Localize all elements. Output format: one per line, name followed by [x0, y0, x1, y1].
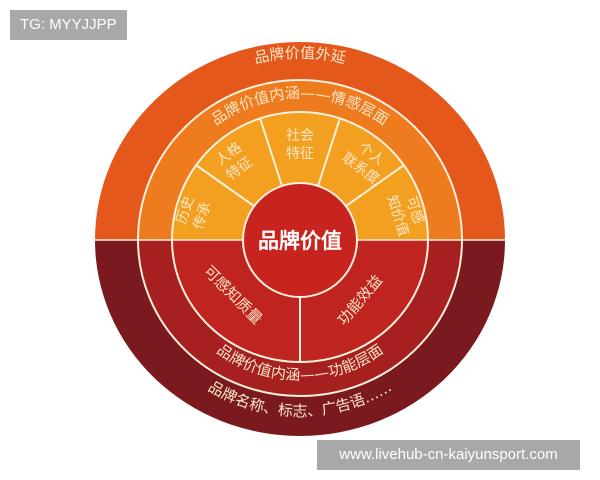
sector-divider-3: [259, 117, 283, 187]
upper-inner-ring: [172, 112, 428, 240]
sector-divider-2: [317, 117, 341, 187]
sector-divider-4: [195, 164, 255, 207]
center-circle: [242, 182, 358, 298]
watermark-bottom: www.livehub-cn-kaiyunsport.com: [317, 440, 580, 470]
sector-divider-1: [345, 164, 405, 207]
sector-social: 社会 特征: [286, 128, 314, 162]
separator-upper-inner: [171, 111, 429, 241]
svg-text:特征: 特征: [286, 146, 314, 162]
separator-upper-outer: [137, 79, 463, 241]
center-label: 品牌价值: [258, 229, 342, 253]
separator-lower-outer: [137, 239, 463, 397]
svg-text:社会: 社会: [286, 128, 314, 144]
watermark-top: TG: MYYJJPP: [10, 10, 127, 40]
